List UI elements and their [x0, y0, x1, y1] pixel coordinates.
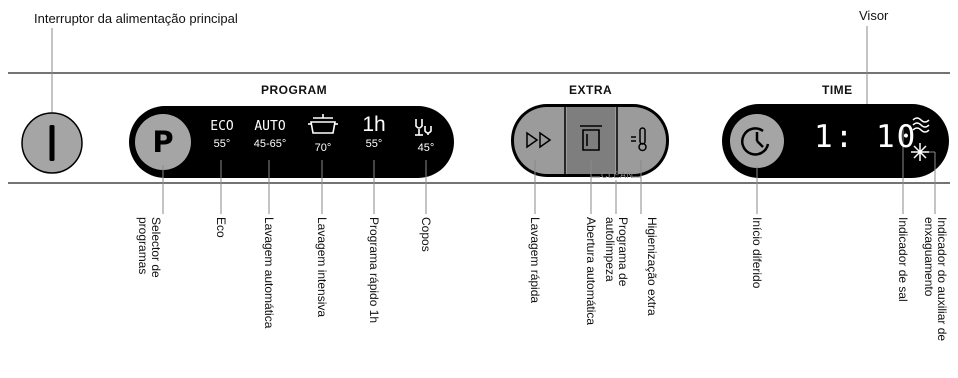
clean-label: CLEAN [601, 170, 634, 180]
salt-indicator-icon [912, 117, 930, 133]
fast-wash-icon[interactable] [526, 131, 552, 149]
callout-glasses: Copos [419, 217, 433, 252]
program-selector-symbol: P [152, 125, 173, 159]
callout-intensive: Lavagem intensiva [315, 217, 329, 318]
program-auto-temp: 45-65° [253, 138, 287, 150]
program-intensive[interactable]: 70° [309, 138, 337, 154]
program-auto[interactable]: AUTO 45-65° [247, 119, 293, 150]
time-panel [722, 104, 949, 178]
callout-lines [162, 125, 936, 214]
callout-auto: Lavagem automática [262, 217, 276, 329]
callout-eco: Eco [214, 217, 228, 238]
display-label: Visor [859, 8, 889, 23]
program-panel [129, 106, 454, 178]
main-switch-label: Interruptor da alimentação principal [34, 11, 238, 26]
power-icon [49, 125, 55, 161]
time-section-title: TIME [822, 83, 853, 97]
power-button[interactable] [21, 112, 83, 174]
clock-icon [741, 127, 770, 156]
program-quick-temp: 55° [365, 138, 383, 150]
program-section-title: PROGRAM [261, 83, 328, 97]
delay-start-button[interactable] [730, 114, 784, 168]
glass-icon [415, 119, 432, 136]
program-quick-name: 1h [362, 113, 386, 136]
extra-section-title: EXTRA [569, 83, 613, 97]
rinse-aid-indicator-icon [911, 143, 929, 161]
callout-delay-start: Início diferido [750, 217, 764, 289]
pot-icon [308, 114, 338, 134]
program-selector-button[interactable]: P [135, 114, 191, 170]
callout-hygiene: Higienização extra [645, 217, 659, 316]
hygiene-icon[interactable] [631, 127, 647, 152]
program-eco-name: ECO [210, 119, 234, 134]
auto-open-icon[interactable] [580, 125, 602, 151]
time-display: 1: 10 [814, 119, 918, 155]
program-auto-name: AUTO [254, 119, 286, 134]
program-eco-temp: 55° [213, 138, 231, 150]
callout-auto-open: Abertura automática [584, 217, 598, 326]
callout-fast-wash: Lavagem rápida [528, 217, 542, 304]
program-glasses[interactable]: 45° [411, 138, 441, 154]
callout-quick: Programa rápido 1h [367, 217, 381, 324]
program-eco[interactable]: ECO 55° [205, 119, 239, 150]
callout-salt: Indicador de sal [896, 217, 910, 302]
program-quick[interactable]: 1h 55° [358, 113, 390, 151]
program-intensive-temp: 70° [314, 142, 332, 154]
program-glasses-temp: 45° [417, 142, 435, 154]
